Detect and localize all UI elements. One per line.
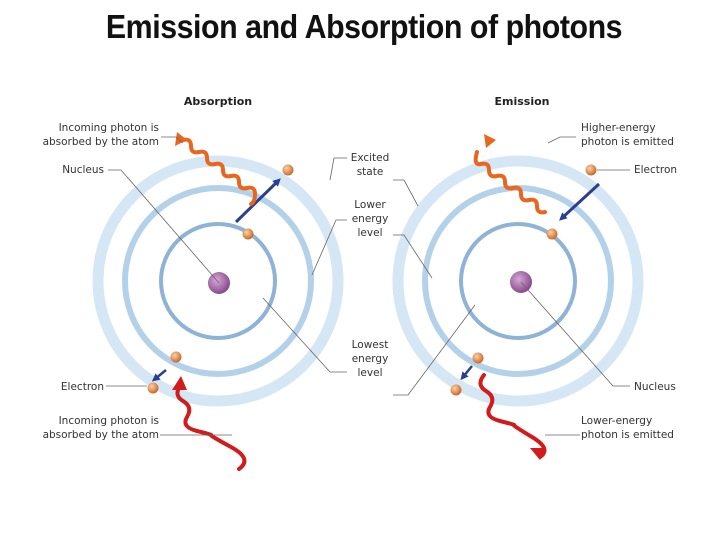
photon-wave — [473, 150, 547, 215]
nucleus-label: Nucleus — [62, 164, 104, 176]
electron — [170, 351, 182, 363]
photon-arrowhead — [175, 132, 187, 146]
lower-energy-photon-label: photon is emitted — [581, 429, 674, 441]
incoming-photon-label: absorbed by the atom — [43, 429, 159, 441]
lowest-energy-label: energy — [352, 353, 389, 365]
lowest-energy-label: level — [358, 367, 383, 379]
electron — [242, 228, 254, 240]
electron — [546, 228, 558, 240]
lower-energy-label: Lower — [354, 199, 386, 211]
emission-atom — [392, 134, 644, 460]
outer-orbit — [392, 155, 644, 407]
electron — [147, 382, 159, 394]
electron-arrow — [559, 182, 601, 221]
middle-orbit — [122, 185, 314, 377]
lower-energy-label: level — [358, 227, 383, 239]
inner-orbit — [159, 222, 277, 340]
incoming-photon-label: Incoming photon is — [59, 122, 159, 134]
nucleus-label: Nucleus — [634, 381, 676, 393]
electron-arrow — [151, 369, 167, 382]
photon-wave — [181, 137, 258, 206]
leader-lines — [106, 136, 630, 436]
electron — [282, 164, 294, 176]
excited-state-label: state — [357, 166, 384, 178]
lower-energy-label: energy — [352, 213, 389, 225]
excited-state-label: Excited — [351, 152, 390, 164]
higher-energy-label: Higher-energy — [581, 122, 656, 134]
electron-label: Electron — [61, 381, 104, 393]
photon-arrowhead — [530, 448, 546, 460]
photon-wave — [175, 383, 247, 471]
labels: Absorption Emission Incoming photon is a… — [43, 95, 678, 441]
lower-energy-photon-label: Lower-energy — [581, 415, 652, 427]
absorption-heading: Absorption — [184, 95, 252, 108]
electron — [585, 164, 597, 176]
outer-orbit — [92, 155, 344, 407]
emission-heading: Emission — [495, 95, 550, 108]
incoming-photon-label: absorbed by the atom — [43, 136, 159, 148]
photon-arrowhead — [172, 376, 187, 390]
higher-energy-label: photon is emitted — [581, 136, 674, 148]
electron — [450, 384, 462, 396]
electron-arrow — [460, 365, 473, 381]
photon-wave — [478, 373, 547, 459]
page-title: Emission and Absorption of photons — [105, 8, 623, 45]
electron-arrow — [234, 178, 281, 224]
absorption-atom — [92, 132, 344, 471]
photon-arrowhead — [484, 134, 496, 148]
incoming-photon-label: Incoming photon is — [59, 415, 159, 427]
electron — [472, 352, 484, 364]
electron-label: Electron — [634, 164, 677, 176]
inner-orbit — [459, 222, 577, 340]
lowest-energy-label: Lowest — [352, 339, 389, 351]
